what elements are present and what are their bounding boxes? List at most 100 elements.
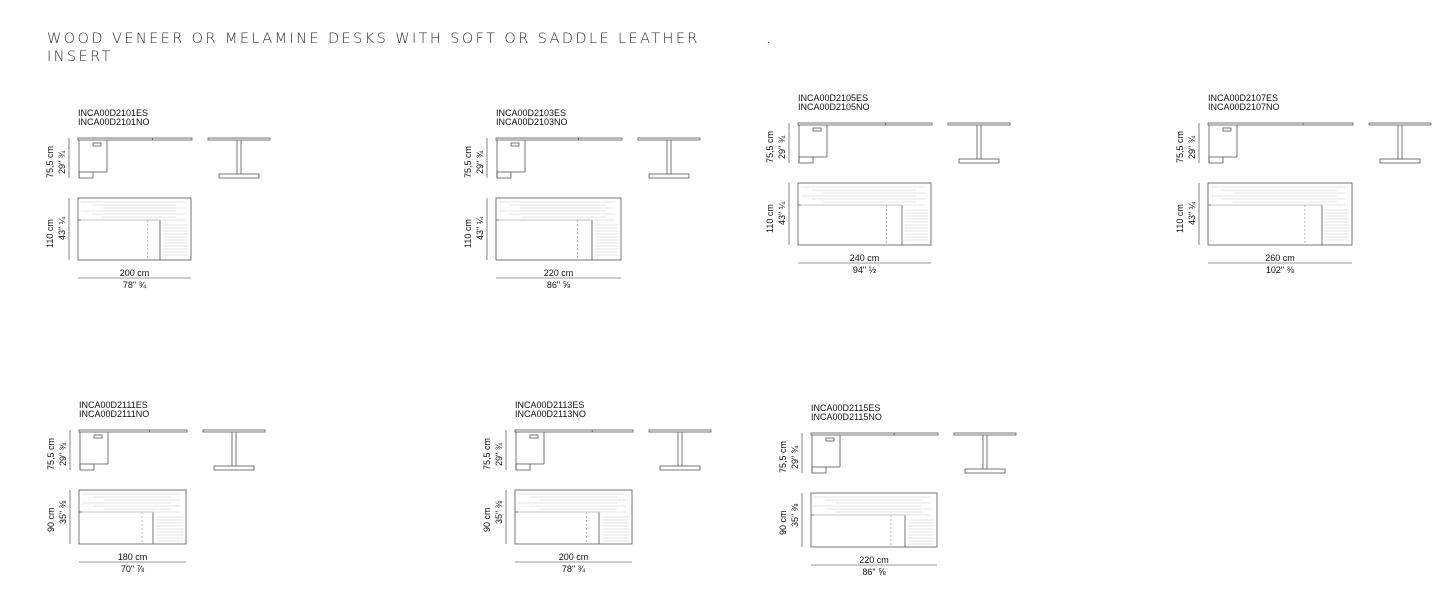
plan-outline [495, 197, 622, 261]
product-code: INCA00D2113ES [515, 400, 585, 410]
height-in-label: 29" ¾ [57, 150, 67, 174]
width-in-label: 78" ¾ [561, 564, 586, 574]
drawing-lines [801, 432, 1017, 566]
depth-in-label: 35" ⅜ [58, 500, 68, 524]
product-code: INCA00D2105ES [798, 93, 869, 103]
desk-top-elevation [495, 137, 623, 141]
product-code: INCA00D2115ES [811, 403, 881, 413]
height-in-label: 29" ¾ [1187, 135, 1197, 159]
width-cm-label: 200 cm [119, 268, 150, 278]
product-code: INCA00D2111ES [79, 400, 148, 410]
desk-top-elevation [797, 122, 933, 126]
height-cm-label: 75,5 cm [45, 145, 55, 178]
product-code: INCA00D2103ES [496, 108, 567, 118]
side-base [958, 158, 1000, 164]
width-cm-label: 220 cm [859, 555, 889, 565]
product-code: INCA00D2101NO [78, 117, 150, 127]
depth-in-label: 43" ¼ [475, 216, 485, 240]
plan-outline [1207, 182, 1353, 246]
depth-in-label: 43" ¼ [57, 216, 67, 240]
side-base [964, 468, 1006, 474]
product-code: INCA00D2111NO [79, 409, 150, 419]
desk-top-elevation [810, 432, 939, 436]
height-in-label: 29" ¾ [777, 135, 787, 159]
line-group [514, 429, 712, 545]
dimension-group [788, 123, 931, 264]
drawer-handle [825, 437, 835, 442]
drawing-lines [486, 137, 701, 279]
drawing-lines [505, 429, 712, 563]
plan-outline [77, 197, 192, 261]
plan-outline [810, 492, 938, 548]
product-code: INCA00D2103NO [496, 117, 568, 127]
product-code: INCA00D2113NO [515, 409, 586, 419]
side-top [637, 137, 701, 141]
height-cm-label: 75,5 cm [46, 437, 56, 470]
width-in-label: 86" ⅝ [862, 567, 886, 577]
desk-top-elevation [1207, 122, 1354, 126]
depth-in-label: 35" ⅜ [494, 500, 504, 524]
line-group [797, 122, 1011, 246]
desk-foot [798, 156, 814, 164]
dimension-group [801, 433, 937, 566]
desk-foot [496, 171, 512, 179]
drawer-handle [93, 434, 103, 439]
width-cm-label: 200 cm [558, 552, 589, 562]
side-base [1379, 158, 1421, 164]
width-in-label: 94" ½ [852, 265, 877, 275]
desk-foot [79, 463, 95, 471]
plan-outline [797, 182, 932, 246]
width-in-label: 78" ¾ [122, 280, 147, 290]
depth-in-label: 43" ¼ [1187, 201, 1197, 225]
line-group [78, 429, 266, 545]
height-cm-label: 75,5 cm [765, 130, 775, 163]
width-cm-label: 220 cm [543, 268, 574, 278]
height-cm-label: 75,5 cm [1175, 130, 1185, 163]
line-group [77, 137, 271, 261]
height-in-label: 29" ¾ [494, 442, 504, 466]
side-top [202, 429, 266, 433]
drawing-lines [68, 137, 271, 279]
height-cm-label: 75,5 cm [482, 437, 492, 470]
line-group [1207, 122, 1432, 246]
width-cm-label: 240 cm [849, 253, 880, 263]
side-top [1368, 122, 1432, 126]
desk-foot [1208, 156, 1224, 164]
side-top [947, 122, 1011, 126]
drawer-handle [529, 434, 539, 439]
drawing-lines [1198, 122, 1432, 264]
desk-foot [78, 171, 94, 179]
line-group [495, 137, 701, 261]
side-top [207, 137, 271, 141]
plan-outline [78, 489, 187, 545]
height-in-label: 29" ¾ [475, 150, 485, 174]
drawer-handle [1222, 127, 1232, 132]
desk-foot [811, 466, 827, 474]
dimension-group [505, 430, 632, 563]
height-cm-label: 75,5 cm [778, 440, 788, 473]
drawer-handle [812, 127, 822, 132]
depth-cm-label: 110 cm [45, 219, 55, 248]
width-cm-label: 260 cm [1265, 253, 1295, 263]
desk-top-elevation [514, 429, 634, 433]
drawer-handle [510, 142, 520, 147]
side-base [213, 465, 255, 471]
height-cm-label: 75,5 cm [463, 145, 473, 178]
drawing-lines [788, 122, 1011, 264]
depth-cm-label: 90 cm [482, 507, 492, 532]
product-code: INCA00D2115NO [811, 412, 882, 422]
dimension-group [68, 138, 191, 279]
drawing-lines [69, 429, 266, 563]
